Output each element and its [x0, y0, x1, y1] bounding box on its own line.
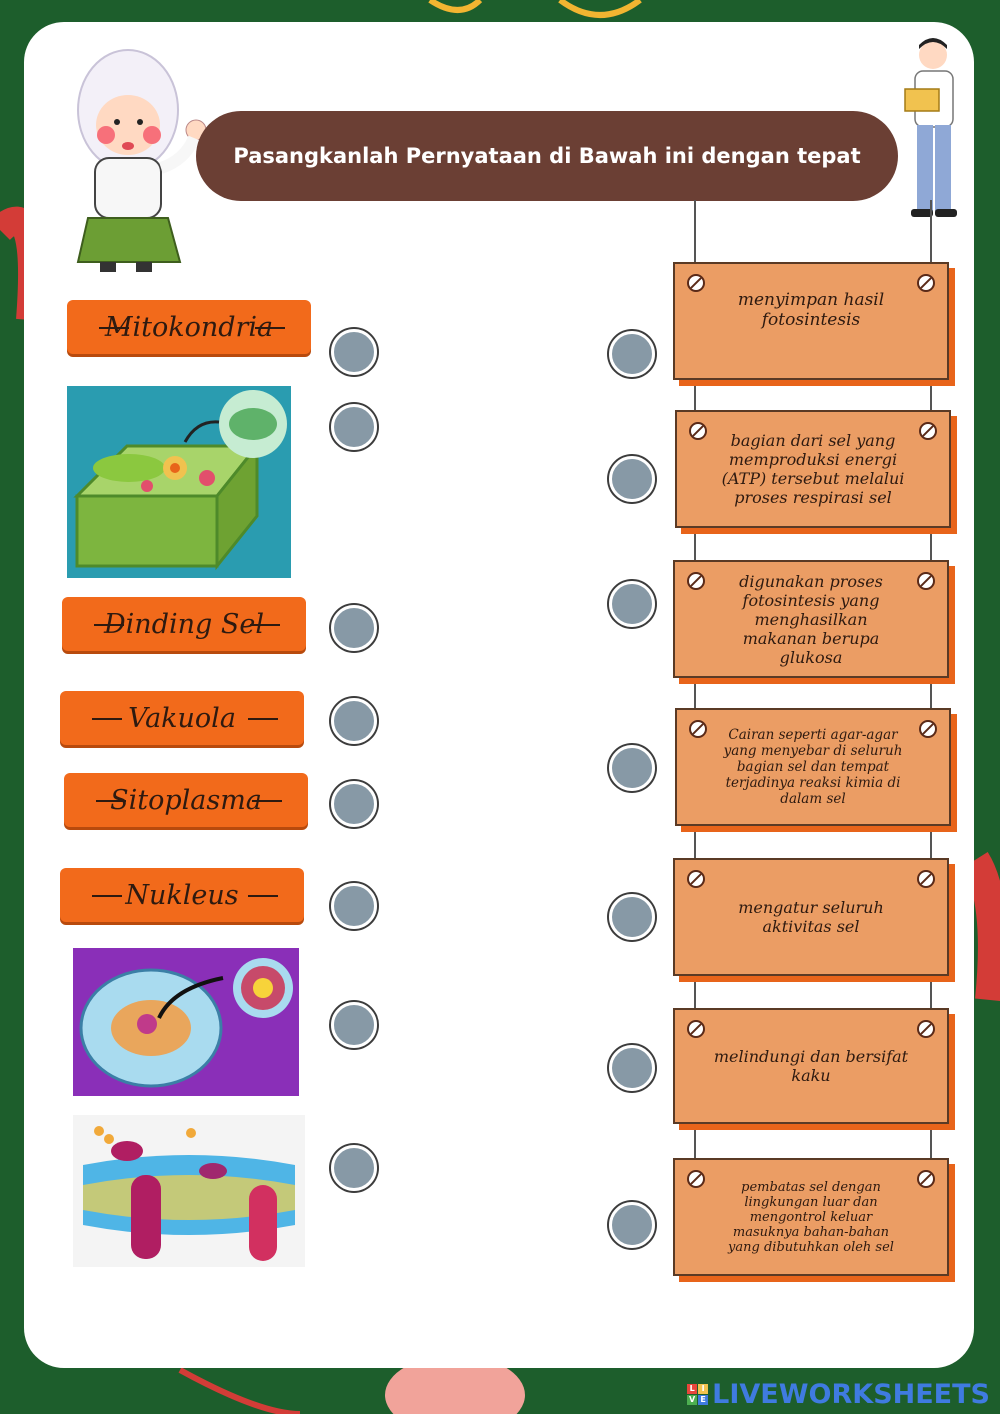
pin-icon — [689, 720, 707, 738]
left-match-dot-7[interactable] — [331, 1002, 377, 1048]
label-mitokondria: Mitokondria — [67, 300, 311, 354]
definition-text: mengatur seluruh aktivitas sel — [738, 898, 884, 936]
logo-icon: L I V E — [687, 1384, 709, 1405]
left-match-dot-5[interactable] — [331, 781, 377, 827]
pin-icon — [687, 1170, 705, 1188]
pin-icon — [917, 1020, 935, 1038]
hanging-wire — [930, 200, 932, 266]
pin-icon — [917, 274, 935, 292]
hanging-wire — [694, 1124, 696, 1162]
plant-cell-chloroplast-image — [67, 386, 291, 578]
label-nukleus: Nukleus — [60, 868, 304, 922]
hanging-wire — [930, 380, 932, 412]
hanging-wire — [694, 380, 696, 412]
label-sitoplasma: Sitoplasma — [64, 773, 308, 827]
left-match-dot-8[interactable] — [331, 1145, 377, 1191]
hanging-wire — [694, 200, 696, 266]
page-title: Pasangkanlah Pernyataan di Bawah ini den… — [196, 111, 898, 201]
left-match-dot-3[interactable] — [331, 605, 377, 651]
definition-card-6: melindungi dan bersifat kaku — [673, 1008, 949, 1124]
definition-card-4: Cairan seperti agar-agar yang menyebar d… — [675, 708, 951, 826]
right-match-dot-6[interactable] — [609, 1045, 655, 1091]
hanging-wire — [694, 826, 696, 862]
right-match-dot-1[interactable] — [609, 331, 655, 377]
definition-text: melindungi dan bersifat kaku — [713, 1047, 909, 1085]
left-match-dot-6[interactable] — [331, 883, 377, 929]
pin-icon — [687, 870, 705, 888]
definition-text: menyimpan hasil fotosintesis — [737, 290, 885, 330]
definition-text: bagian dari sel yang memproduksi energi … — [721, 431, 905, 507]
definition-card-2: bagian dari sel yang memproduksi energi … — [675, 410, 951, 528]
pin-icon — [687, 572, 705, 590]
hanging-wire — [694, 678, 696, 710]
right-match-dot-3[interactable] — [609, 581, 655, 627]
student-boy-illustration — [904, 38, 957, 217]
right-match-dot-7[interactable] — [609, 1202, 655, 1248]
hanging-wire — [694, 976, 696, 1012]
hanging-wire — [930, 528, 932, 564]
pin-icon — [917, 572, 935, 590]
logo-text: LIVEWORKSHEETS — [712, 1379, 990, 1410]
right-match-dot-4[interactable] — [609, 745, 655, 791]
definition-card-3: digunakan proses fotosintesis yang mengh… — [673, 560, 949, 678]
definition-card-5: mengatur seluruh aktivitas sel — [673, 858, 949, 976]
right-match-dot-5[interactable] — [609, 894, 655, 940]
label-vakuola: Vakuola — [60, 691, 304, 745]
hanging-wire — [694, 528, 696, 564]
hanging-wire — [930, 826, 932, 862]
definition-card-1: menyimpan hasil fotosintesis — [673, 262, 949, 380]
definition-text: digunakan proses fotosintesis yang mengh… — [739, 571, 883, 667]
student-girl-illustration — [76, 49, 207, 272]
label-dinding-sel: Dinding Sel — [62, 597, 306, 651]
pin-icon — [917, 1170, 935, 1188]
hanging-wire — [930, 678, 932, 710]
pin-icon — [917, 870, 935, 888]
definition-text: pembatas sel dengan lingkungan luar dan … — [728, 1179, 894, 1255]
definition-card-7: pembatas sel dengan lingkungan luar dan … — [673, 1158, 949, 1276]
hanging-wire — [930, 1124, 932, 1162]
pin-icon — [687, 1020, 705, 1038]
liveworksheets-logo[interactable]: L I V E LIVEWORKSHEETS — [687, 1379, 990, 1410]
left-match-dot-4[interactable] — [331, 698, 377, 744]
left-match-dot-1[interactable] — [331, 329, 377, 375]
left-match-dot-2[interactable] — [331, 404, 377, 450]
right-match-dot-2[interactable] — [609, 456, 655, 502]
hanging-wire — [930, 976, 932, 1012]
animal-cell-nucleus-image — [73, 948, 299, 1096]
pin-icon — [689, 422, 707, 440]
pin-icon — [919, 422, 937, 440]
pin-icon — [687, 274, 705, 292]
cell-membrane-image — [73, 1115, 305, 1267]
definition-text: Cairan seperti agar-agar yang menyebar d… — [723, 727, 903, 807]
pin-icon — [919, 720, 937, 738]
